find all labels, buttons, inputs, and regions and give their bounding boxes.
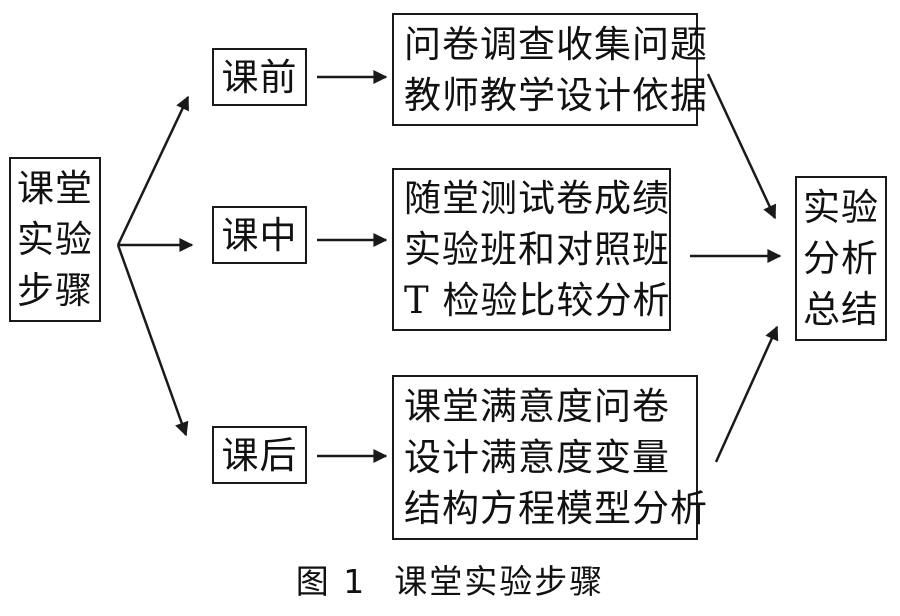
stage-after-label: 课后 (221, 433, 298, 477)
test-line-3: T 检验比较分析 (404, 279, 671, 322)
survey-line-2: 教师教学设计依据 (404, 73, 708, 117)
detail-before-class-survey: 问卷调查收集问题 教师教学设计依据 (392, 13, 708, 126)
arrow-root-to-after (116, 244, 189, 437)
figure-number: 图 1 (295, 562, 367, 601)
summary-line-3: 总结 (803, 288, 879, 331)
arrow-satisfaction-to-summary (714, 325, 779, 463)
summary-line-1: 实验 (803, 186, 879, 229)
figure-title: 课堂实验步骤 (394, 562, 605, 601)
root-line-1: 课堂 (17, 167, 93, 210)
root-line-3: 步骤 (17, 269, 93, 312)
test-line-1: 随堂测试卷成绩 (404, 177, 670, 220)
test-line-2: 实验班和对照班 (404, 228, 670, 271)
arrow-root-to-before (116, 95, 190, 246)
summary-node-experiment-analysis: 实验 分析 总结 (795, 176, 887, 341)
arrow-survey-to-summary (706, 73, 777, 220)
stage-before-class: 课前 (212, 48, 307, 106)
stage-before-label: 课前 (221, 55, 298, 99)
satisfaction-line-2: 设计满意度变量 (404, 436, 670, 479)
detail-after-class-satisfaction: 课堂满意度问卷 设计满意度变量 结构方程模型分析 (392, 375, 708, 540)
satisfaction-line-3: 结构方程模型分析 (404, 487, 708, 530)
root-line-2: 实验 (17, 218, 93, 261)
stage-during-class: 课中 (212, 206, 307, 264)
root-node-classroom-experiment-steps: 课堂 实验 步骤 (9, 157, 101, 322)
survey-line-1: 问卷调查收集问题 (404, 22, 708, 66)
stage-during-label: 课中 (221, 213, 298, 257)
satisfaction-line-1: 课堂满意度问卷 (404, 385, 670, 428)
summary-line-2: 分析 (803, 237, 879, 280)
detail-during-class-test: 随堂测试卷成绩 实验班和对照班 T 检验比较分析 (392, 168, 671, 331)
stage-after-class: 课后 (212, 426, 307, 484)
figure-caption: 图 1 课堂实验步骤 (0, 560, 900, 604)
